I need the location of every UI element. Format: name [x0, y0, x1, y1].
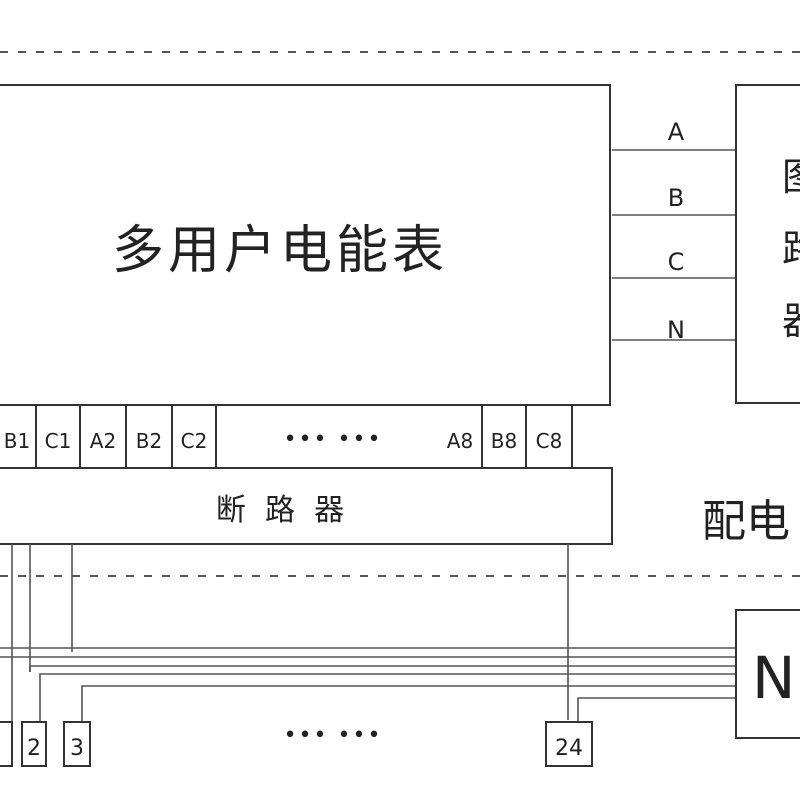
output-label-3: 3 [70, 736, 84, 761]
terminal-b2: B2 [136, 429, 162, 453]
right-box-char-1: 图 [782, 155, 800, 199]
right-box-char-2: 路 [782, 227, 800, 271]
output-box-1 [0, 721, 13, 767]
terminal-c2: C2 [181, 429, 208, 453]
right-box-char-3: 器 [782, 299, 800, 343]
terminal-b8: B8 [491, 429, 517, 453]
meter-title: 多用户电能表 [112, 221, 448, 281]
output-gap-dots: ••• ••• [284, 723, 383, 748]
phase-lines [612, 149, 736, 341]
phase-label-n: N [667, 316, 685, 344]
output-box-2 [21, 721, 47, 767]
bus-lines [0, 647, 736, 722]
n-box [735, 609, 800, 739]
terminal-c8: C8 [536, 429, 563, 453]
terminal-a2: A2 [90, 429, 116, 453]
feeder-wires [11, 544, 736, 722]
breaker-label: 断 路 器 [216, 493, 344, 528]
output-label-24: 24 [555, 736, 583, 761]
meter-box [0, 84, 611, 406]
distribution-label: 配电 [702, 496, 790, 547]
terminal-gap-dots: ••• ••• [284, 427, 383, 452]
terminal-strip [35, 405, 573, 468]
n-box-label: N [752, 644, 795, 712]
phase-label-c: C [668, 248, 685, 276]
output-label-2: 2 [27, 736, 41, 761]
phase-label-a: A [668, 118, 685, 146]
right-device-box [735, 84, 800, 404]
output-box-24 [545, 721, 593, 767]
breaker-box [0, 467, 613, 545]
terminal-b1: B1 [4, 429, 30, 453]
output-box-3 [63, 721, 91, 767]
terminal-c1: C1 [45, 429, 72, 453]
phase-label-b: B [668, 184, 684, 212]
terminal-a8: A8 [447, 429, 473, 453]
